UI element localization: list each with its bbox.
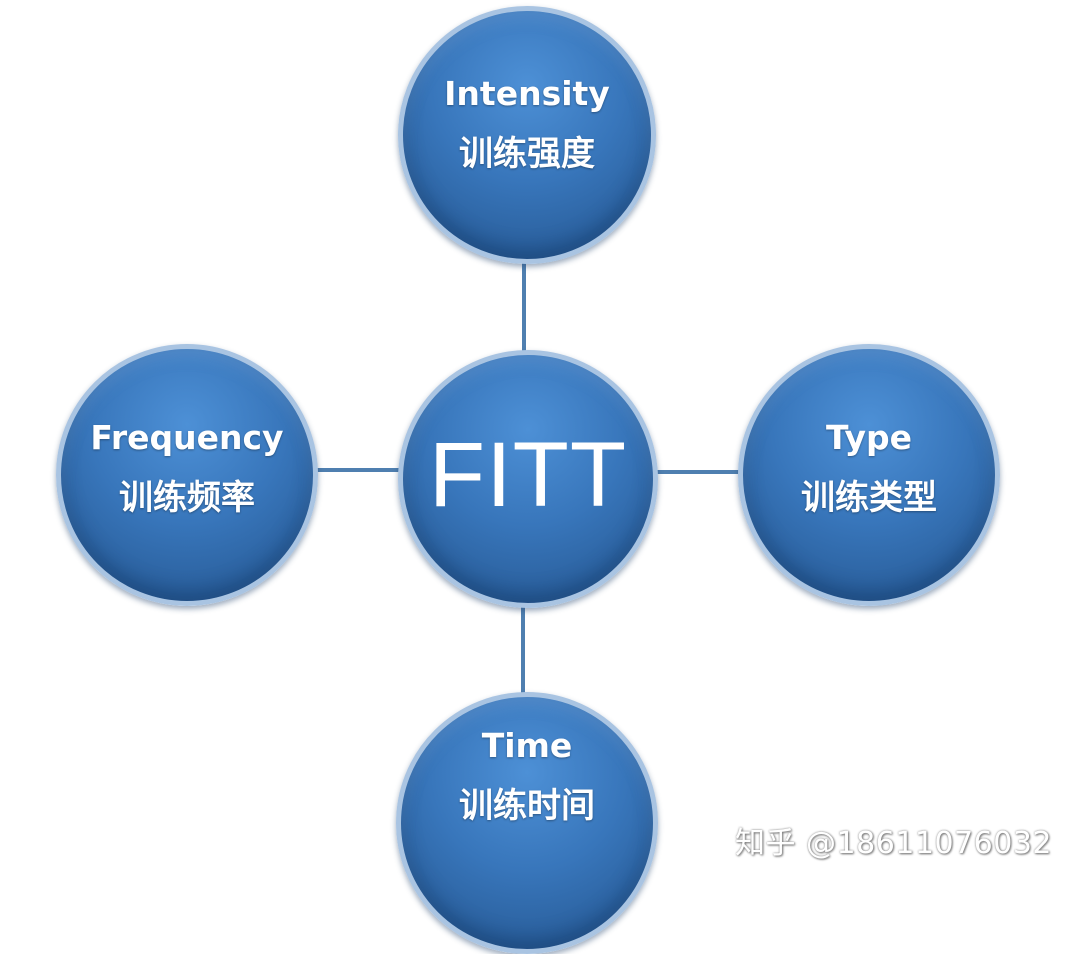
- center-title: FITT: [428, 424, 628, 526]
- node-time-zh-label: 训练时间: [459, 786, 595, 827]
- node-time: Time 训练时间: [396, 692, 658, 954]
- connector-center-bottom: [521, 600, 525, 700]
- node-intensity-zh-label: 训练强度: [459, 134, 595, 175]
- node-time-en-label: Time: [481, 726, 573, 766]
- connector-center-top: [522, 258, 526, 358]
- node-frequency-en-label: Frequency: [90, 418, 284, 458]
- node-intensity-en-label: Intensity: [444, 74, 610, 114]
- node-type-en-label: Type: [825, 418, 913, 458]
- connector-center-right: [650, 470, 742, 474]
- watermark: 知乎 @18611076032: [735, 826, 1052, 861]
- node-frequency: Frequency 训练频率: [56, 344, 318, 606]
- connector-center-left: [312, 468, 404, 472]
- node-type-zh-label: 训练类型: [801, 478, 937, 519]
- node-intensity: Intensity 训练强度: [398, 6, 656, 264]
- node-type: Type 训练类型: [738, 344, 1000, 606]
- node-frequency-zh-label: 训练频率: [119, 478, 255, 519]
- node-fitt-center: FITT: [398, 350, 658, 608]
- fitt-diagram: Intensity 训练强度 Frequency 训练频率 FITT Type …: [56, 6, 1052, 954]
